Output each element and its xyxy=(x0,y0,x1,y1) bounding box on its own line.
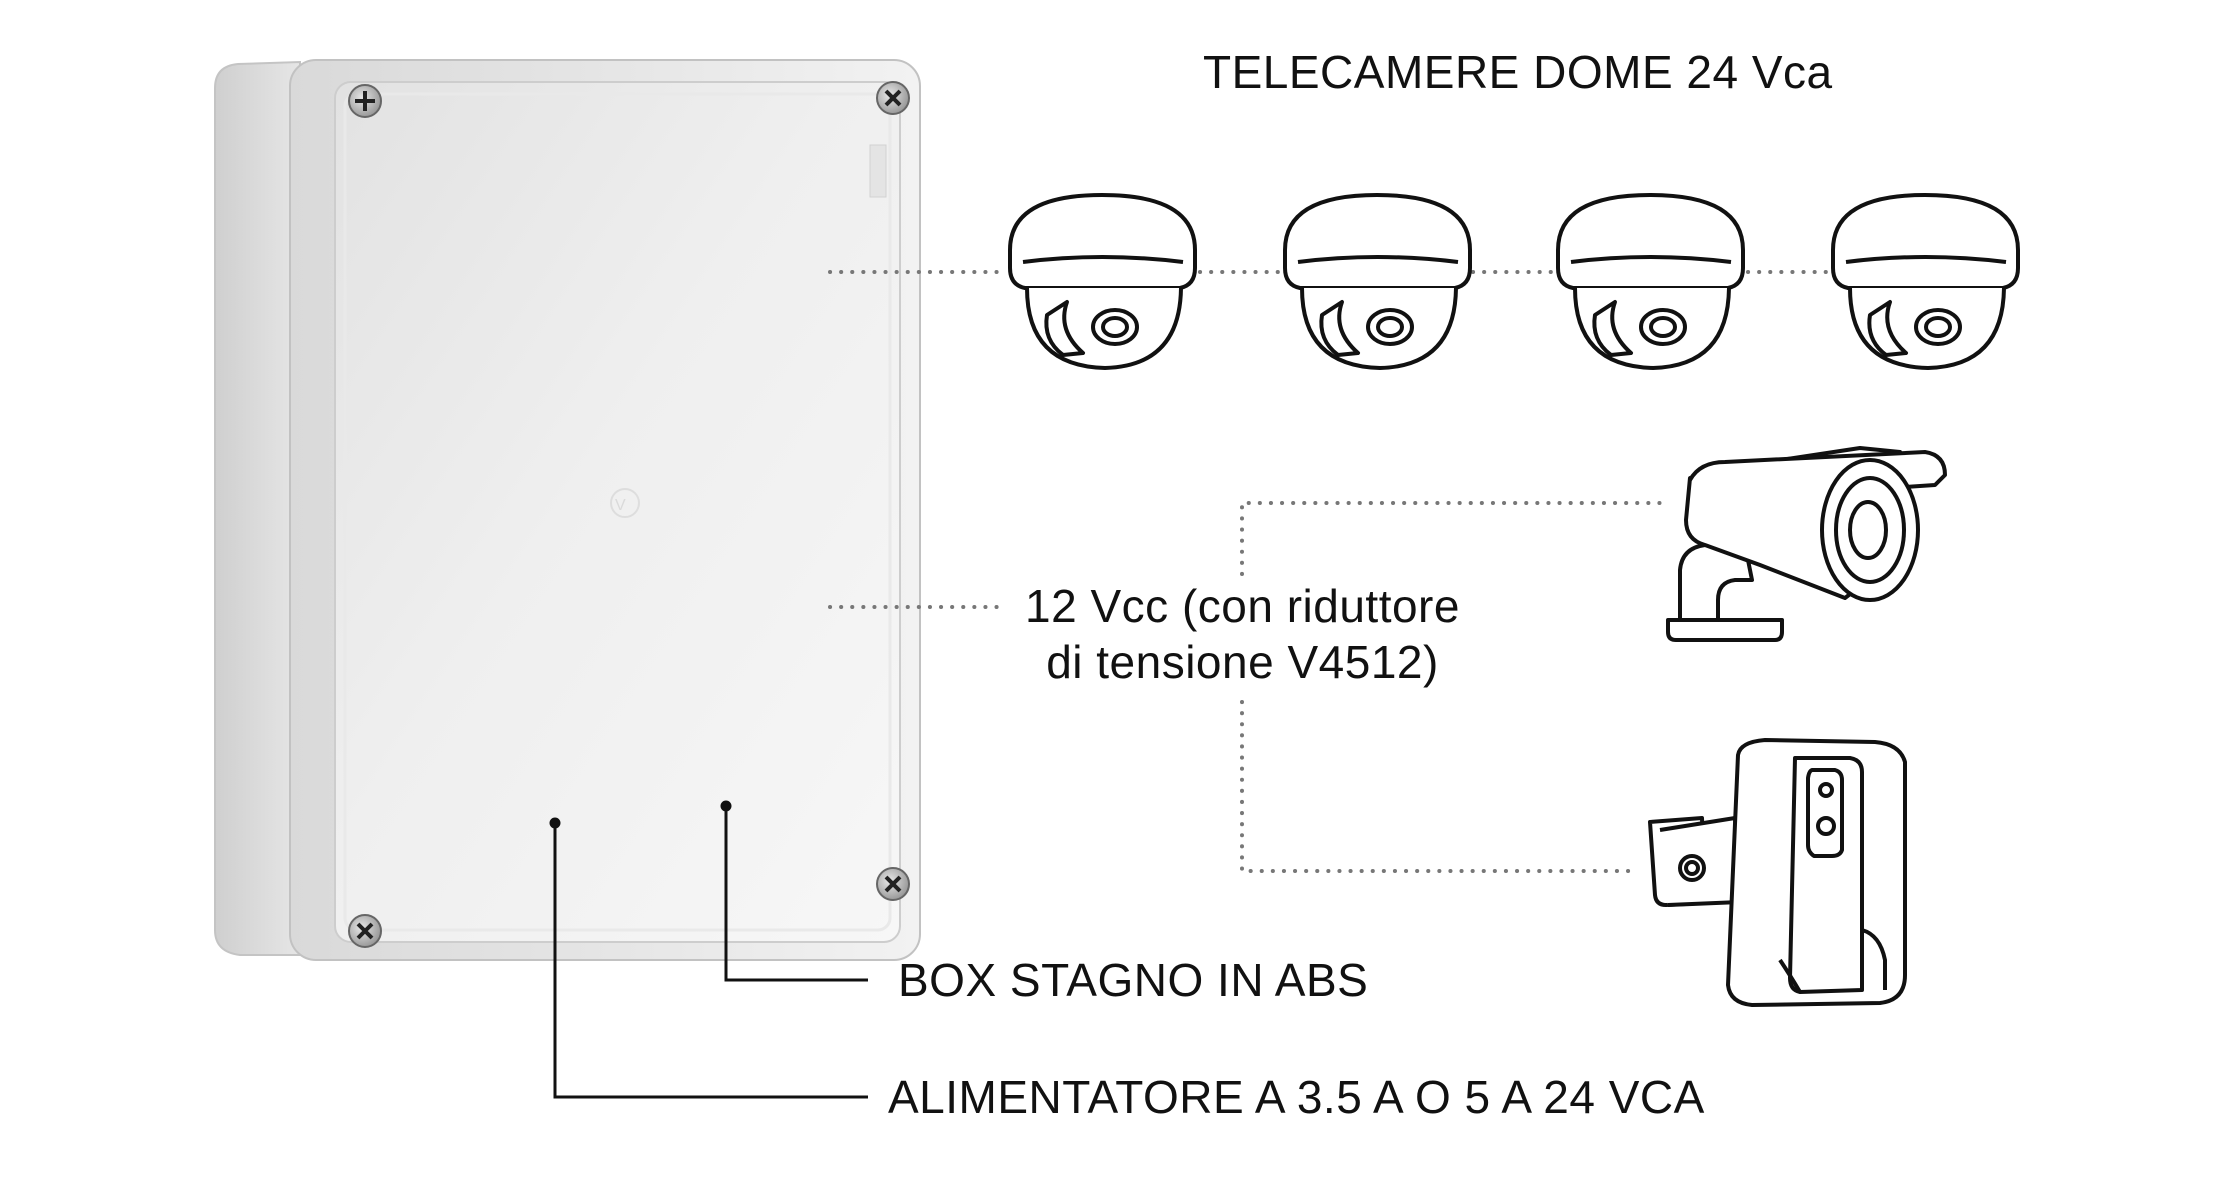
voltage-12v-label-line2: di tensione V4512) xyxy=(1046,636,1439,688)
abs-enclosure: V xyxy=(214,59,921,961)
box-label: BOX STAGNO IN ABS xyxy=(898,954,1369,1006)
dome-camera-icon xyxy=(1831,193,2020,370)
dotted-connections xyxy=(828,270,1830,873)
dome-camera-icon xyxy=(1283,193,1472,370)
dome-camera-icon xyxy=(1556,193,1745,370)
dome-cameras-label: TELECAMERE DOME 24 Vca xyxy=(1203,46,1833,98)
box-camera-icon xyxy=(1648,738,1907,1007)
voltage-12v-label: 12 Vcc (con riduttore di tensione V4512) xyxy=(1000,578,1485,690)
voltage-12v-label-line1: 12 Vcc (con riduttore xyxy=(1025,580,1460,632)
screw-icon xyxy=(348,84,382,118)
dome-camera-icon xyxy=(1008,193,1197,370)
leader-lines xyxy=(549,800,868,1099)
power-supply-label: ALIMENTATORE A 3.5 A O 5 A 24 VCA xyxy=(888,1071,1705,1123)
screw-icon xyxy=(348,914,382,948)
enclosure-logo-emboss: V xyxy=(610,488,640,518)
svg-text:V: V xyxy=(615,497,626,514)
screw-icon xyxy=(876,81,910,115)
screw-icon xyxy=(876,867,910,901)
bullet-camera-icon xyxy=(1666,446,1947,642)
